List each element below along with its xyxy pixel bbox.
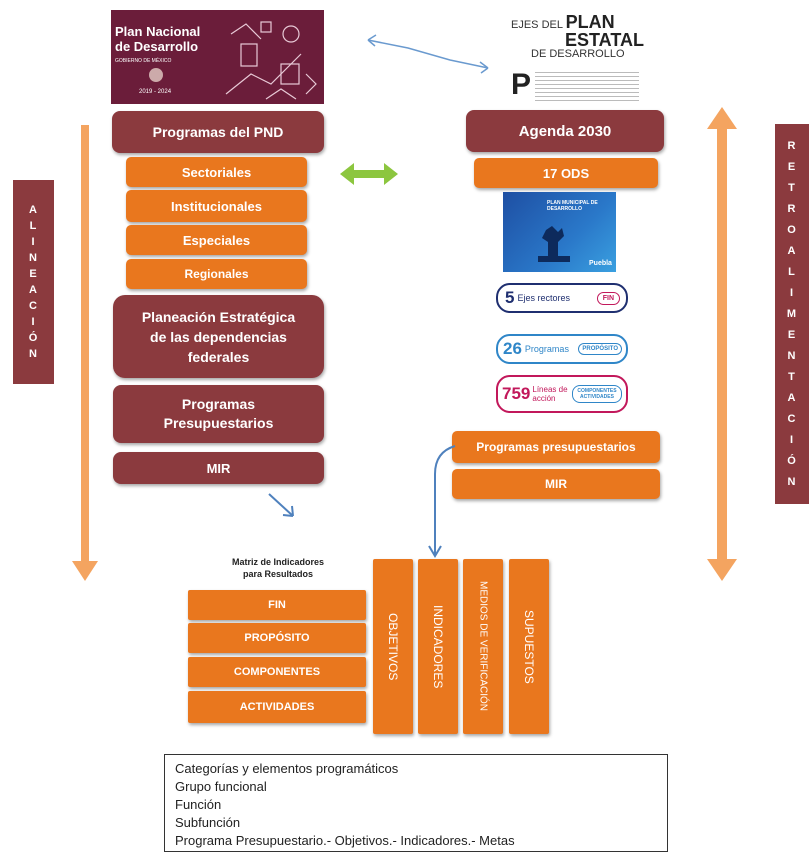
pnd-cover-image: Plan Nacional de Desarrollo GOBIERNO DE … (111, 10, 324, 104)
ped-title-desarrollo: DE DESARROLLO (531, 48, 625, 60)
pmd-city: Puebla (589, 260, 612, 267)
retro-letter: O (787, 223, 797, 236)
mir-right-box: MIR (452, 469, 660, 499)
pnd-cover-title-1: Plan Nacional (115, 24, 201, 39)
pmd-title: PLAN MUNICIPAL DE DESARROLLO (547, 200, 598, 212)
ped-title-ejes: EJES DEL (511, 19, 563, 31)
retro-letter: I (789, 286, 795, 299)
agenda-2030-box: Agenda 2030 (466, 110, 664, 152)
badge-ejes-rectores: 5 Ejes rectores FIN (496, 283, 628, 313)
retro-letter: M (786, 307, 798, 320)
ped-header-image: EJES DEL PLAN ESTATAL DE DESARROLLO P (505, 8, 645, 106)
retro-letter: C (787, 412, 797, 425)
pnd-ped-link-arrow (367, 34, 489, 74)
ped-title-plan: PLAN (565, 12, 615, 32)
alineacion-letter: L (29, 220, 38, 232)
programas-presupuestarios-left-box: Programas Presupuestarios (113, 385, 324, 443)
pnd-cover-years: 2019 - 2024 (139, 89, 172, 95)
matrix-col-label: INDICADORES (431, 604, 445, 689)
matrix-col-label: SUPUESTOS (522, 609, 536, 684)
badge-lineas-accion: 759 Líneas de acción COMPONENTES ACTIVID… (496, 375, 628, 413)
retro-letter: L (788, 265, 796, 278)
programas-pnd-box: Programas del PND (112, 111, 324, 153)
retro-letter: R (787, 139, 797, 152)
retro-letter: T (788, 181, 796, 194)
programas-to-indicadores-arrow (428, 445, 456, 558)
ped-title-estatal: ESTATAL (565, 30, 644, 50)
matrix-title-line-1: Matriz de Indicadores (231, 557, 325, 567)
alineacion-letter: N (29, 348, 38, 360)
ods-box: 17 ODS (474, 158, 658, 188)
retro-letter: N (787, 475, 797, 488)
matrix-row-actividades: ACTIVIDADES (188, 691, 366, 723)
categorias-line: Categorías y elementos programáticos (175, 761, 399, 776)
badge-tag: PROPÓSITO (578, 343, 622, 355)
mir-left-box: MIR (113, 452, 324, 484)
pmd-cover-image: PLAN MUNICIPAL DE DESARROLLO Puebla (503, 192, 616, 272)
pnd-cover-illustration (225, 21, 317, 100)
retro-letter: E (787, 160, 797, 173)
retro-letter: E (787, 328, 797, 341)
alineacion-letter: Ó (28, 332, 39, 344)
regionales-box: Regionales (126, 259, 307, 289)
matrix-title-line-2: para Resultados (242, 569, 314, 579)
matrix-col-indicadores: INDICADORES (418, 559, 458, 734)
retro-letter: R (787, 202, 797, 215)
matrix-col-label: MEDIOS DE VERIFICACIÓN (477, 581, 489, 712)
left-vertical-arrow (72, 125, 98, 581)
categorias-line: Grupo funcional (175, 779, 267, 794)
categorias-line: Programa Presupuestario.- Objetivos.- In… (175, 833, 515, 848)
badge-number: 5 (505, 288, 515, 307)
categorias-line: Subfunción (175, 815, 241, 830)
retro-letter: T (788, 370, 796, 383)
pnd-cover-subtitle: GOBIERNO DE MÉXICO (115, 58, 172, 64)
retro-letter: I (789, 433, 795, 446)
retroalimentacion-bar: R E T R O A L I M E N T A C I Ó N (775, 124, 809, 504)
matrix-col-medios: MEDIOS DE VERIFICACIÓN (463, 559, 503, 734)
matrix-row-componentes: COMPONENTES (188, 657, 366, 687)
badge-programas: 26 Programas PROPÓSITO (496, 334, 628, 364)
programas-presupuestarios-right-box: Programas presupuestarios (452, 431, 660, 463)
badge-label: Programas (524, 344, 569, 354)
pmd-monument-icon (538, 226, 570, 262)
planeacion-estrategica-box: Planeación Estratégica de las dependenci… (113, 295, 324, 378)
especiales-box: Especiales (126, 225, 307, 255)
badge-tag: COMPONENTES ACTIVIDADES (572, 385, 622, 403)
alineacion-letter: N (29, 252, 38, 264)
matrix-title: Matriz de Indicadores para Resultados (208, 556, 348, 580)
alineacion-letter: I (31, 316, 36, 328)
ped-title-line-1: EJES DEL PLAN (511, 12, 615, 33)
matrix-row-fin: FIN (188, 590, 366, 620)
retro-letter: A (787, 244, 797, 257)
badge-label: Líneas de acción (532, 385, 568, 403)
alineacion-letter: E (29, 268, 38, 280)
badge-number: 26 (503, 339, 522, 358)
institucionales-box: Institucionales (126, 190, 307, 222)
categorias-box: Categorías y elementos programáticos Gru… (164, 754, 668, 852)
alineacion-letter: A (29, 204, 38, 216)
alineacion-letter: A (29, 284, 38, 296)
retro-letter: N (787, 349, 797, 362)
matrix-col-label: OBJETIVOS (386, 612, 400, 681)
right-vertical-double-arrow (707, 107, 737, 581)
mir-to-matrix-arrow (268, 493, 294, 517)
matrix-row-proposito: PROPÓSITO (188, 623, 366, 653)
green-double-arrow (340, 163, 398, 185)
alineacion-letter: I (31, 236, 36, 248)
pnd-cover-seal-icon (149, 68, 163, 82)
badge-number: 759 (502, 384, 531, 403)
categorias-line: Función (175, 797, 222, 812)
alineacion-letter: C (29, 300, 38, 312)
sectoriales-box: Sectoriales (126, 157, 307, 187)
alineacion-bar: A L I N E A C I Ó N (13, 180, 54, 384)
retro-letter: A (787, 391, 797, 404)
matrix-col-supuestos: SUPUESTOS (509, 559, 549, 734)
retro-letter: Ó (787, 454, 797, 467)
ped-logo-letter: P (511, 68, 532, 101)
badge-tag: FIN (596, 291, 620, 305)
badge-label: Ejes rectores (517, 293, 570, 303)
pnd-cover-title-2: de Desarrollo (115, 39, 199, 54)
ped-text-block (535, 72, 639, 102)
matrix-col-objetivos: OBJETIVOS (373, 559, 413, 734)
